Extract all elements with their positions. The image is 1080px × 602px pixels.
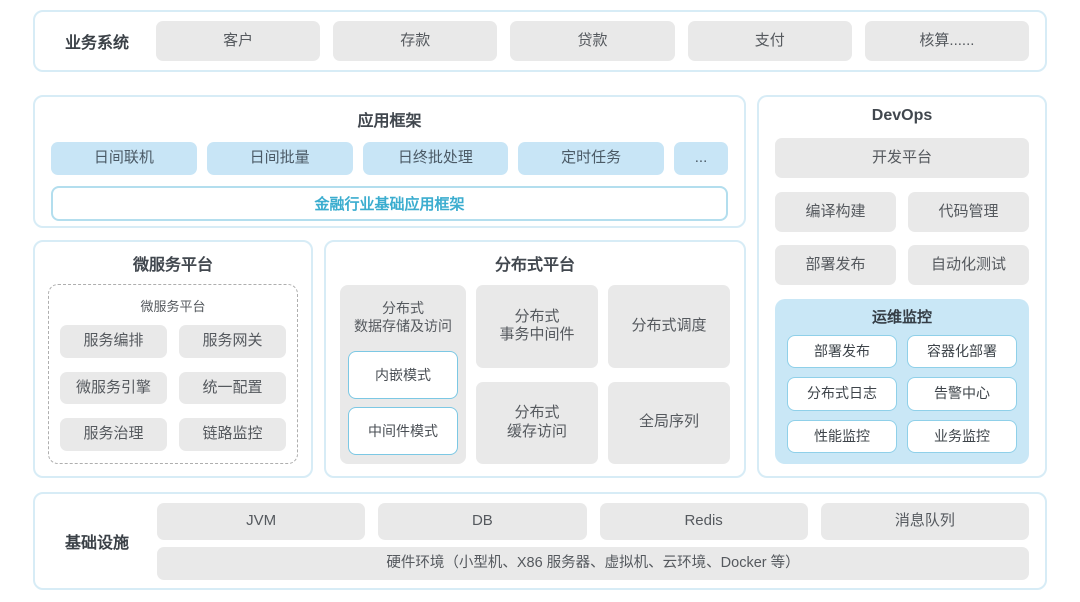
- devops-item-code-mgmt: 代码管理: [908, 192, 1029, 232]
- business-item-payment: 支付: [687, 21, 852, 61]
- infrastructure-row: JVM DB Redis 消息队列: [157, 502, 1029, 540]
- monitor-item-performance: 性能监控: [787, 419, 897, 453]
- app-item-eod-batch: 日终批处理: [362, 142, 509, 175]
- monitor-item-deploy-release: 部署发布: [787, 335, 897, 369]
- app-item-more: ...: [674, 142, 728, 175]
- microservice-inner-title: 微服务平台: [140, 299, 206, 314]
- business-item-loan: 贷款: [510, 21, 675, 61]
- business-item-deposit: 存款: [333, 21, 498, 61]
- dist-item-scheduling: 分布式调度: [608, 285, 730, 368]
- micro-item-engine: 微服务引擎: [60, 371, 167, 405]
- finance-base-framework-box: 金融行业基础应用框架: [51, 186, 728, 221]
- app-item-daytime-batch: 日间批量: [206, 142, 353, 175]
- microservice-inner-box: 微服务平台 服务编排 服务网关 微服务引擎 统一配置 服务治理 链路监控: [48, 284, 298, 464]
- business-item-customer: 客户: [156, 21, 321, 61]
- distributed-title: 分布式平台: [494, 257, 575, 274]
- platforms-row: 微服务平台 微服务平台 服务编排 服务网关 微服务引擎 统一配置 服务治理 链路…: [33, 240, 746, 478]
- business-systems-panel: 业务系统 客户 存款 贷款 支付 核算......: [33, 10, 1047, 72]
- storage-mode-middleware: 中间件模式: [348, 407, 458, 455]
- ops-monitor-grid: 部署发布 容器化部署 分布式日志 告警中心 性能监控 业务监控: [787, 335, 1017, 453]
- infra-item-mq: 消息队列: [820, 502, 1029, 540]
- distributed-storage-group: 分布式 数据存储及访问 内嵌模式 中间件模式: [340, 285, 466, 464]
- ops-monitor-panel: 运维监控 部署发布 容器化部署 分布式日志 告警中心 性能监控 业务监控: [775, 299, 1029, 464]
- dist-item-global-sequence: 全局序列: [608, 381, 730, 464]
- storage-mode-embedded: 内嵌模式: [348, 351, 458, 400]
- dist-item-cache-access: 分布式 缓存访问: [476, 381, 598, 464]
- ops-monitor-title: 运维监控: [871, 309, 932, 326]
- devops-item-deploy: 部署发布: [775, 245, 896, 285]
- devops-item-auto-test: 自动化测试: [908, 245, 1029, 285]
- devops-dev-platform: 开发平台: [775, 138, 1029, 178]
- infra-item-db: DB: [378, 502, 587, 540]
- app-framework-title: 应用框架: [357, 113, 422, 130]
- devops-panel: DevOps 开发平台 编译构建 代码管理 部署发布 自动化测试 运维监控 部署…: [757, 95, 1047, 478]
- infrastructure-panel: 基础设施 JVM DB Redis 消息队列 硬件环境（小型机、X86 服务器、…: [33, 492, 1047, 590]
- monitor-item-distributed-log: 分布式日志: [787, 377, 897, 411]
- monitor-item-container-deploy: 容器化部署: [907, 335, 1017, 369]
- distributed-grid: 分布式 数据存储及访问 内嵌模式 中间件模式 分布式 事务中间件 分布式 缓存访…: [340, 285, 730, 464]
- infra-item-jvm: JVM: [157, 502, 366, 540]
- micro-item-governance: 服务治理: [60, 418, 167, 451]
- infrastructure-label: 基础设施: [64, 535, 129, 552]
- app-framework-panel: 应用框架 日间联机 日间批量 日终批处理 定时任务 ... 金融行业基础应用框架: [33, 95, 746, 228]
- infrastructure-content: JVM DB Redis 消息队列 硬件环境（小型机、X86 服务器、虚拟机、云…: [157, 502, 1029, 580]
- dist-item-transaction-middleware: 分布式 事务中间件: [476, 285, 598, 368]
- business-systems-label: 业务系统: [64, 35, 129, 52]
- microservice-grid: 服务编排 服务网关 微服务引擎 统一配置 服务治理 链路监控: [60, 325, 286, 451]
- infra-item-redis: Redis: [599, 502, 808, 540]
- micro-item-gateway: 服务网关: [179, 325, 286, 358]
- microservice-title: 微服务平台: [132, 257, 213, 274]
- devops-title: DevOps: [871, 107, 933, 124]
- micro-item-orchestration: 服务编排: [60, 325, 167, 358]
- app-item-daytime-online: 日间联机: [51, 142, 197, 175]
- distributed-column-right: 分布式调度 全局序列: [608, 285, 730, 464]
- business-item-accounting: 核算......: [864, 21, 1030, 61]
- middle-row: 应用框架 日间联机 日间批量 日终批处理 定时任务 ... 金融行业基础应用框架…: [33, 95, 1047, 478]
- distributed-panel: 分布式平台 分布式 数据存储及访问 内嵌模式 中间件模式 分布式 事务中间件 分…: [324, 240, 746, 478]
- app-item-scheduled-task: 定时任务: [518, 142, 664, 175]
- distributed-column-middle: 分布式 事务中间件 分布式 缓存访问: [476, 285, 598, 464]
- micro-item-tracing: 链路监控: [179, 418, 286, 451]
- monitor-item-alert-center: 告警中心: [907, 377, 1017, 411]
- microservice-panel: 微服务平台 微服务平台 服务编排 服务网关 微服务引擎 统一配置 服务治理 链路…: [33, 240, 313, 478]
- infra-hardware-environment: 硬件环境（小型机、X86 服务器、虚拟机、云环境、Docker 等）: [157, 546, 1029, 580]
- left-column: 应用框架 日间联机 日间批量 日终批处理 定时任务 ... 金融行业基础应用框架…: [33, 95, 746, 478]
- micro-item-config: 统一配置: [179, 371, 286, 405]
- distributed-storage-title: 分布式 数据存储及访问: [354, 300, 452, 335]
- devops-item-build: 编译构建: [775, 192, 896, 232]
- devops-grid: 编译构建 代码管理 部署发布 自动化测试: [775, 192, 1029, 285]
- app-framework-items: 日间联机 日间批量 日终批处理 定时任务 ...: [51, 142, 728, 175]
- monitor-item-business: 业务监控: [907, 419, 1017, 453]
